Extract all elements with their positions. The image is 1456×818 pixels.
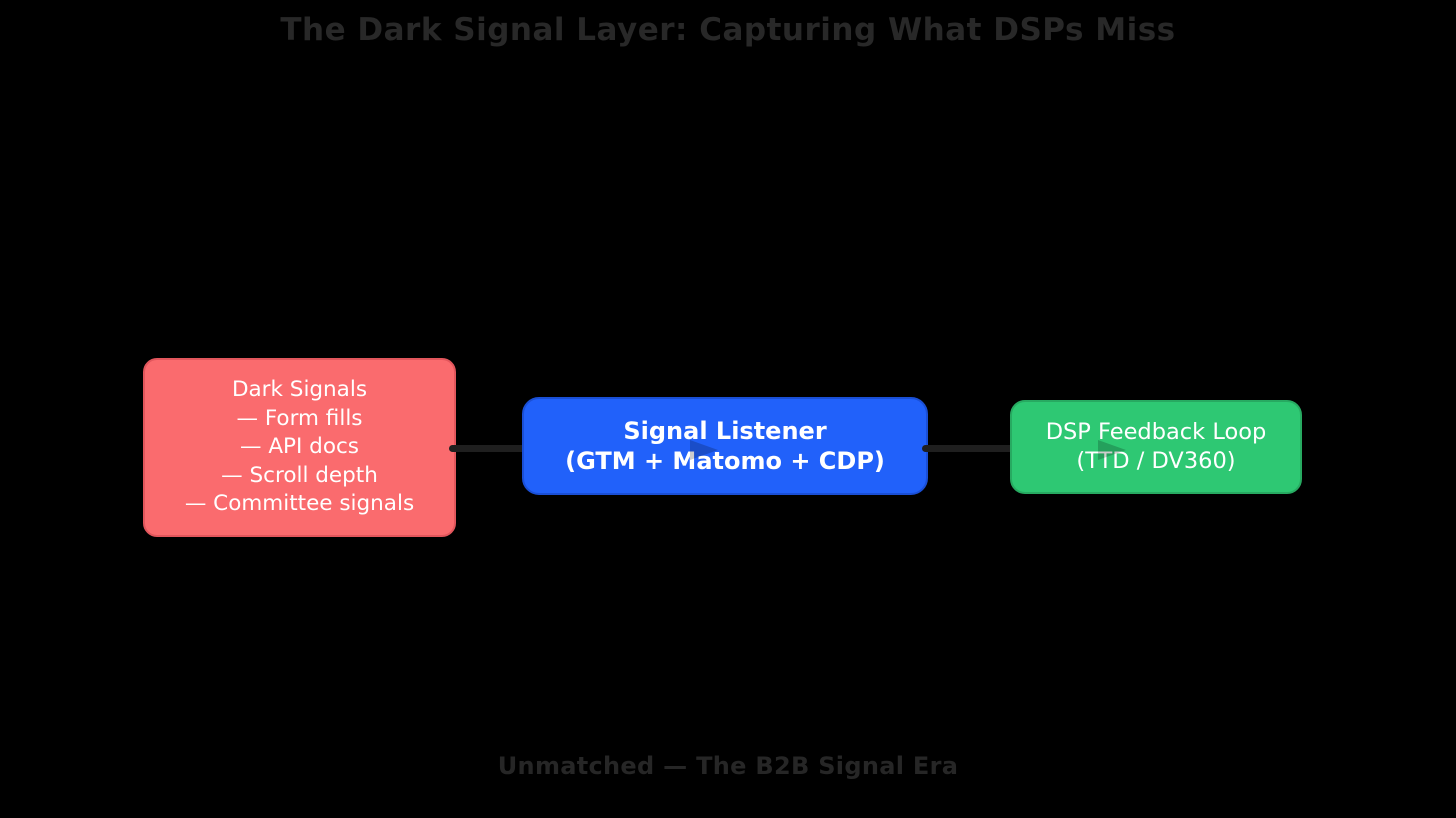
node-dsp-feedback-loop-heading: DSP Feedback Loop	[1045, 419, 1267, 445]
node-dark-signals-item-committee-signals: — Committee signals	[184, 491, 415, 517]
node-signal-listener-heading: Signal Listener	[623, 417, 827, 445]
node-signal-listener: Signal Listener (GTM + Matomo + CDP)	[522, 397, 928, 495]
arrowhead-icon	[1098, 440, 1126, 460]
node-dark-signals: Dark Signals — Form fills — API docs — S…	[143, 358, 456, 537]
node-dark-signals-item-scroll-depth: — Scroll depth	[221, 462, 378, 488]
node-dark-signals-item-api-docs: — API docs	[239, 434, 359, 460]
node-dsp-feedback-loop-subtext: (TTD / DV360)	[1076, 448, 1236, 474]
diagram-title: The Dark Signal Layer: Capturing What DS…	[280, 12, 1176, 48]
connector-dark-signals-to-signal-listener	[449, 445, 528, 452]
node-dark-signals-item-form-fills: — Form fills	[236, 405, 363, 431]
node-dsp-feedback-loop: DSP Feedback Loop (TTD / DV360)	[1010, 400, 1302, 494]
diagram-caption: Unmatched — The B2B Signal Era	[497, 752, 959, 780]
connector-signal-listener-to-dsp-feedback-loop	[922, 445, 1016, 452]
node-signal-listener-subtext: (GTM + Matomo + CDP)	[565, 447, 885, 475]
arrowhead-icon	[690, 440, 718, 460]
node-dark-signals-heading: Dark Signals	[231, 377, 368, 403]
